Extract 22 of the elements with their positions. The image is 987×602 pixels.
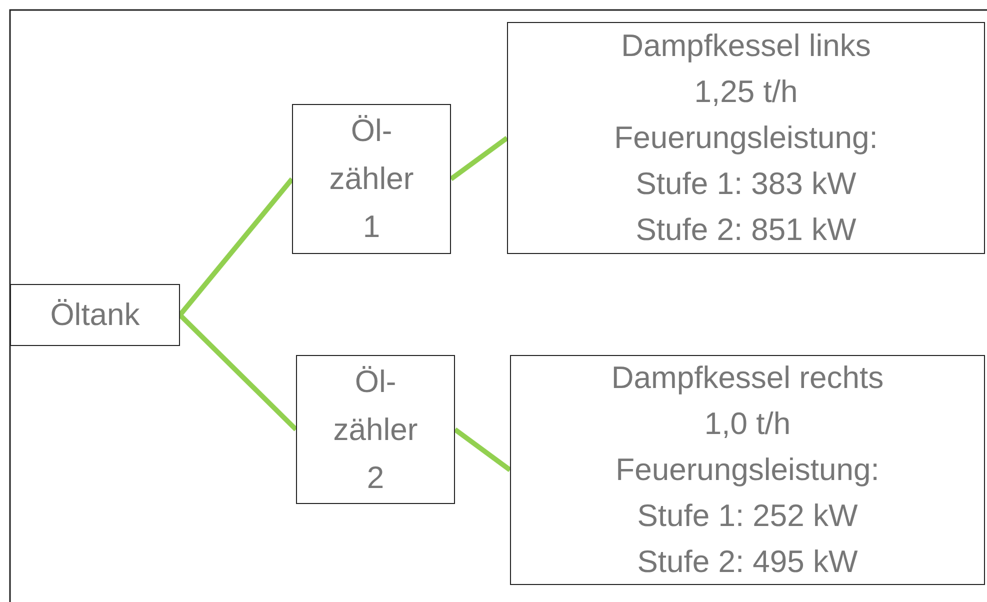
- connector-line: [450, 136, 508, 182]
- process-box: [507, 22, 985, 254]
- process-box: [296, 355, 455, 504]
- node-label: Dampfkessel links: [621, 27, 871, 65]
- node-label: Feuerungsleistung:: [616, 451, 880, 489]
- node-label: Stufe 2: 851 kW: [636, 211, 856, 249]
- connector-line: [178, 177, 294, 317]
- node-label: Feuerungsleistung:: [614, 119, 878, 157]
- process-box: [510, 355, 985, 585]
- connector-line: [454, 427, 512, 472]
- node-label: Stufe 1: 383 kW: [636, 165, 856, 203]
- process-box: [10, 284, 180, 346]
- node-label: Öl- zähler 1: [328, 112, 415, 246]
- node-label: Öltank: [50, 296, 140, 334]
- node-label: 1,25 t/h: [694, 73, 798, 111]
- node-label: Öl- zähler 2: [332, 362, 419, 496]
- process-box: [292, 104, 451, 254]
- connector-line: [178, 313, 298, 432]
- node-label: Stufe 1: 252 kW: [637, 497, 858, 535]
- node-label: Stufe 2: 495 kW: [637, 543, 858, 581]
- node-label: 1,0 t/h: [704, 405, 791, 443]
- node-label: Dampfkessel rechts: [611, 359, 884, 397]
